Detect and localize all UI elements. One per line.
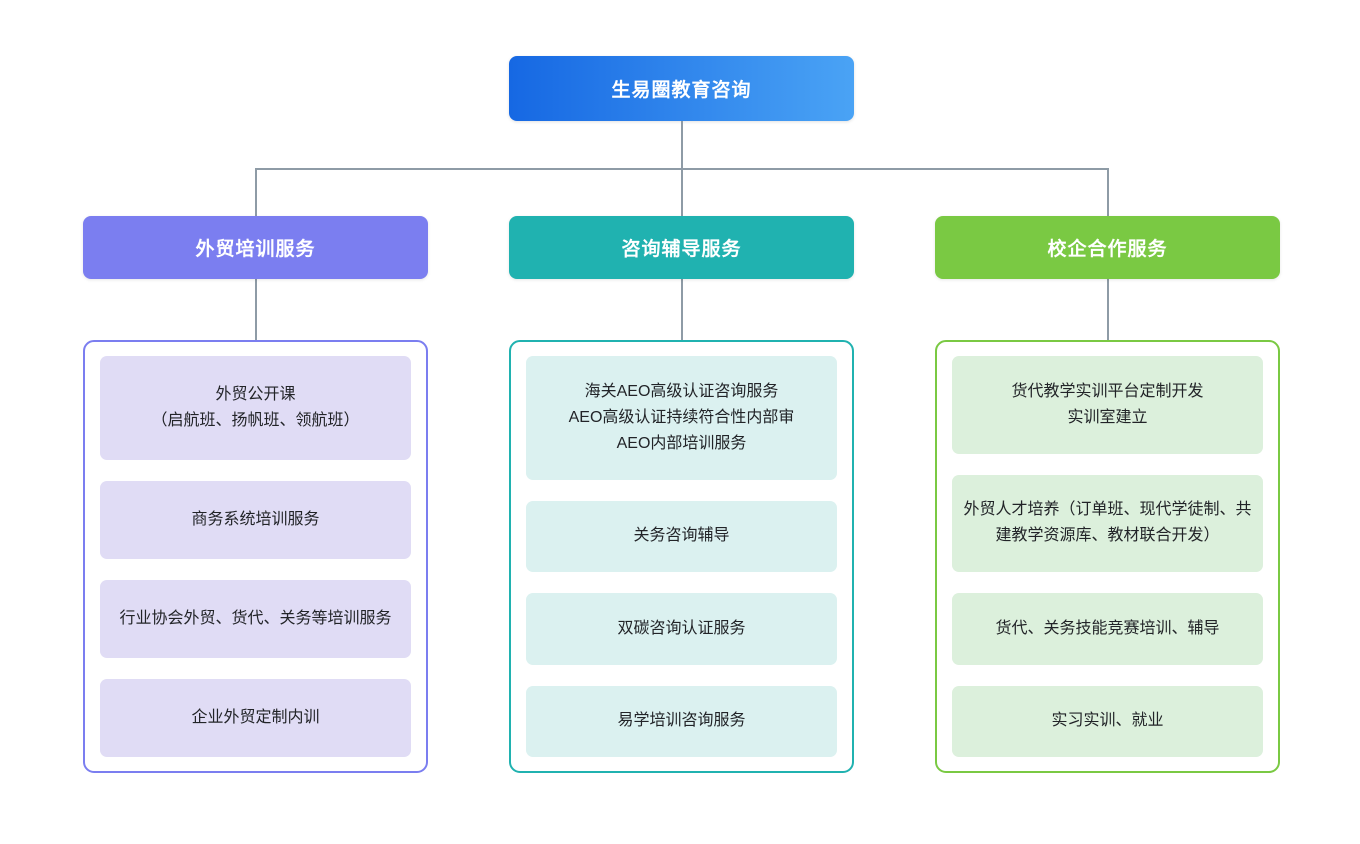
service-item-label: 实习实训、就业 bbox=[1051, 712, 1164, 730]
service-item[interactable]: 外贸人才培养（订单班、现代学徒制、共建教学资源库、教材联合开发） bbox=[952, 474, 1263, 572]
service-item[interactable]: 企业外贸定制内训 bbox=[100, 679, 411, 757]
connector-drop-column-2 bbox=[1107, 168, 1109, 217]
service-item-label: 商务系统培训服务 bbox=[191, 511, 320, 528]
connector-root-drop bbox=[681, 121, 683, 169]
connector-drop-column-1 bbox=[681, 168, 683, 217]
service-item[interactable]: 双碳咨询认证服务 bbox=[526, 593, 837, 665]
category-header-2[interactable]: 校企合作服务 bbox=[935, 216, 1280, 279]
branch-column-xiaoqi-hezuo: 校企合作服务 货代教学实训平台定制开发 实训室建立 外贸人才培养（订单班、现代学… bbox=[935, 0, 1282, 844]
service-item-label: 易学培训咨询服务 bbox=[617, 712, 746, 730]
service-item[interactable]: 易学培训咨询服务 bbox=[526, 685, 837, 757]
connector-drop-column-0 bbox=[255, 168, 257, 217]
service-item-label: 外贸人才培养（订单班、现代学徒制、共建教学资源库、教材联合开发） bbox=[963, 501, 1252, 545]
service-item-label: 企业外贸定制内训 bbox=[191, 709, 320, 726]
branch-column-waimao-peixun: 外贸培训服务 外贸公开课 （启航班、扬帆班、领航班） 商务系统培训服务 行业协会… bbox=[83, 0, 430, 844]
service-item-label: 货代、关务技能竞赛培训、辅导 bbox=[995, 619, 1220, 637]
service-item-label: 双碳咨询认证服务 bbox=[617, 619, 746, 637]
service-item[interactable]: 商务系统培训服务 bbox=[100, 481, 411, 559]
root-node-label: 生易圈教育咨询 bbox=[611, 80, 752, 101]
connector-header-panel-0 bbox=[255, 279, 257, 341]
service-item-label: 外贸公开课 （启航班、扬帆班、领航班） bbox=[151, 386, 360, 429]
category-header-2-label: 校企合作服务 bbox=[1047, 239, 1168, 260]
category-header-1-label: 咨询辅导服务 bbox=[621, 239, 742, 260]
service-item-label: 海关AEO高级认证咨询服务 AEO高级认证持续符合性内部审 AEO内部培训服务 bbox=[568, 382, 795, 452]
service-item[interactable]: 外贸公开课 （启航班、扬帆班、领航班） bbox=[100, 356, 411, 460]
connector-header-panel-2 bbox=[1107, 279, 1109, 341]
service-item-label: 货代教学实训平台定制开发 实训室建立 bbox=[1011, 382, 1204, 426]
service-item[interactable]: 货代、关务技能竞赛培训、辅导 bbox=[952, 593, 1263, 665]
category-header-0[interactable]: 外贸培训服务 bbox=[83, 216, 428, 279]
branch-column-zixun-fudao: 咨询辅导服务 海关AEO高级认证咨询服务 AEO高级认证持续符合性内部审 AEO… bbox=[509, 0, 856, 844]
service-item[interactable]: 实习实训、就业 bbox=[952, 685, 1263, 757]
root-node-company[interactable]: 生易圈教育咨询 bbox=[509, 56, 854, 121]
service-item[interactable]: 海关AEO高级认证咨询服务 AEO高级认证持续符合性内部审 AEO内部培训服务 bbox=[526, 356, 837, 480]
category-panel-2: 货代教学实训平台定制开发 实训室建立 外贸人才培养（订单班、现代学徒制、共建教学… bbox=[935, 340, 1280, 773]
service-item-label: 行业协会外贸、货代、关务等培训服务 bbox=[119, 610, 392, 627]
service-item-label: 关务咨询辅导 bbox=[633, 527, 730, 545]
category-header-1[interactable]: 咨询辅导服务 bbox=[509, 216, 854, 279]
category-panel-1: 海关AEO高级认证咨询服务 AEO高级认证持续符合性内部审 AEO内部培训服务 … bbox=[509, 340, 854, 773]
service-item[interactable]: 关务咨询辅导 bbox=[526, 500, 837, 572]
service-item[interactable]: 行业协会外贸、货代、关务等培训服务 bbox=[100, 580, 411, 658]
service-item[interactable]: 货代教学实训平台定制开发 实训室建立 bbox=[952, 356, 1263, 454]
connector-header-panel-1 bbox=[681, 279, 683, 341]
category-panel-0: 外贸公开课 （启航班、扬帆班、领航班） 商务系统培训服务 行业协会外贸、货代、关… bbox=[83, 340, 428, 773]
category-header-0-label: 外贸培训服务 bbox=[195, 239, 316, 260]
